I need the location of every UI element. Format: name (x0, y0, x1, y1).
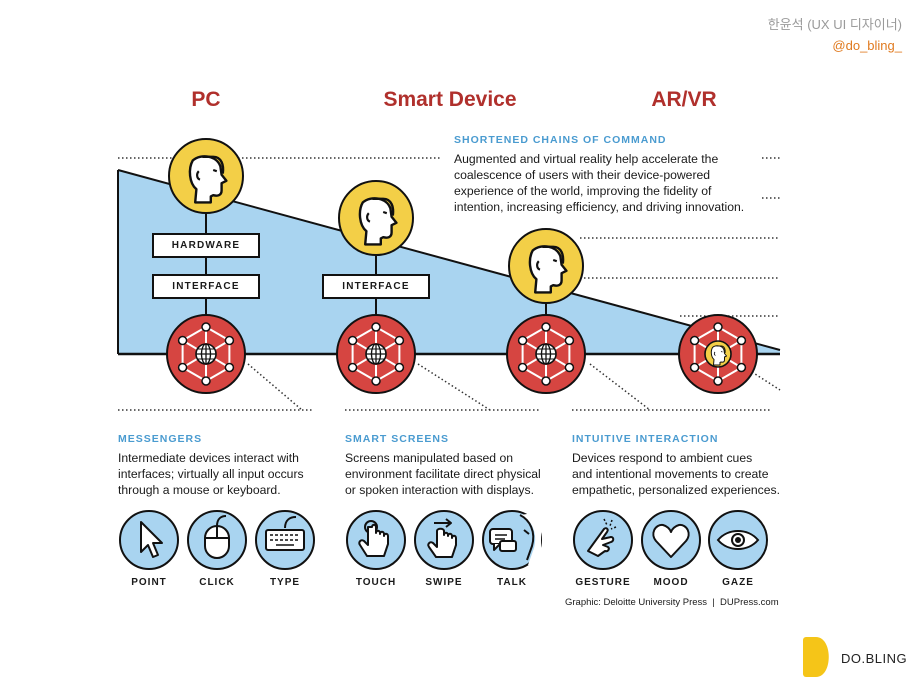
brand-name: DO.BLING (841, 651, 908, 666)
touch-icon (358, 520, 389, 557)
box-interface-pc: INTERFACE (152, 274, 260, 299)
user-head-smart-device (338, 180, 414, 256)
device-network-pc (166, 314, 246, 394)
heart-icon (652, 523, 690, 558)
cursor-icon (140, 521, 163, 558)
column-title-pc: PC (191, 88, 221, 111)
device-network-merged-user (678, 314, 758, 394)
top-note: SHORTENED CHAINS OF COMMAND Augmented an… (454, 134, 774, 215)
section-heading: MESSENGERS (118, 433, 203, 445)
column-title-arvr: AR/VR (651, 88, 717, 111)
device-network-arvr (506, 314, 586, 394)
keyboard-icon (265, 516, 305, 551)
brand-logo-icon (803, 637, 829, 677)
section-intuitive-interaction: INTUITIVE INTERACTION Devices respond to… (572, 433, 792, 498)
gesture-icon (587, 518, 617, 557)
label-point: POINT (131, 577, 167, 588)
section-text: Intermediate devices interact with inter… (118, 451, 304, 497)
author-name: 한윤석 (UX UI 디자이너) (767, 17, 902, 32)
talk-icon (489, 512, 541, 565)
section-text: Devices respond to ambient cues and inte… (572, 451, 780, 497)
label-touch: TOUCH (355, 577, 397, 588)
user-head-arvr (508, 228, 584, 304)
mouse-icon (204, 515, 230, 559)
section-messengers: MESSENGERS Intermediate devices interact… (118, 433, 338, 498)
column-title-smart-device: Smart Device (383, 88, 517, 111)
section-smart-screens: SMART SCREENS Screens manipulated based … (345, 433, 565, 498)
label-swipe: SWIPE (425, 577, 463, 588)
device-network-smart-device (336, 314, 416, 394)
eye-icon (716, 530, 760, 550)
label-mood: MOOD (653, 577, 689, 588)
label-gaze: GAZE (722, 577, 754, 588)
top-note-heading: SHORTENED CHAINS OF COMMAND (454, 134, 667, 146)
section-text: Screens manipulated based on environment… (345, 451, 541, 497)
section-heading: SMART SCREENS (345, 433, 450, 445)
top-note-text: Augmented and virtual reality help accel… (454, 152, 745, 214)
label-type: TYPE (269, 577, 301, 588)
user-head-pc (168, 138, 244, 214)
box-interface-smart-device: INTERFACE (322, 274, 430, 299)
box-hardware: HARDWARE (152, 233, 260, 258)
section-heading: INTUITIVE INTERACTION (572, 433, 719, 445)
label-gesture: GESTURE (575, 577, 631, 588)
swipe-icon (427, 518, 457, 558)
label-talk: TALK (497, 577, 527, 588)
graphic-credit: Graphic: Deloitte University Press | DUP… (565, 597, 779, 608)
author-handle[interactable]: @do_bling_ (832, 38, 902, 53)
label-click: CLICK (199, 577, 235, 588)
